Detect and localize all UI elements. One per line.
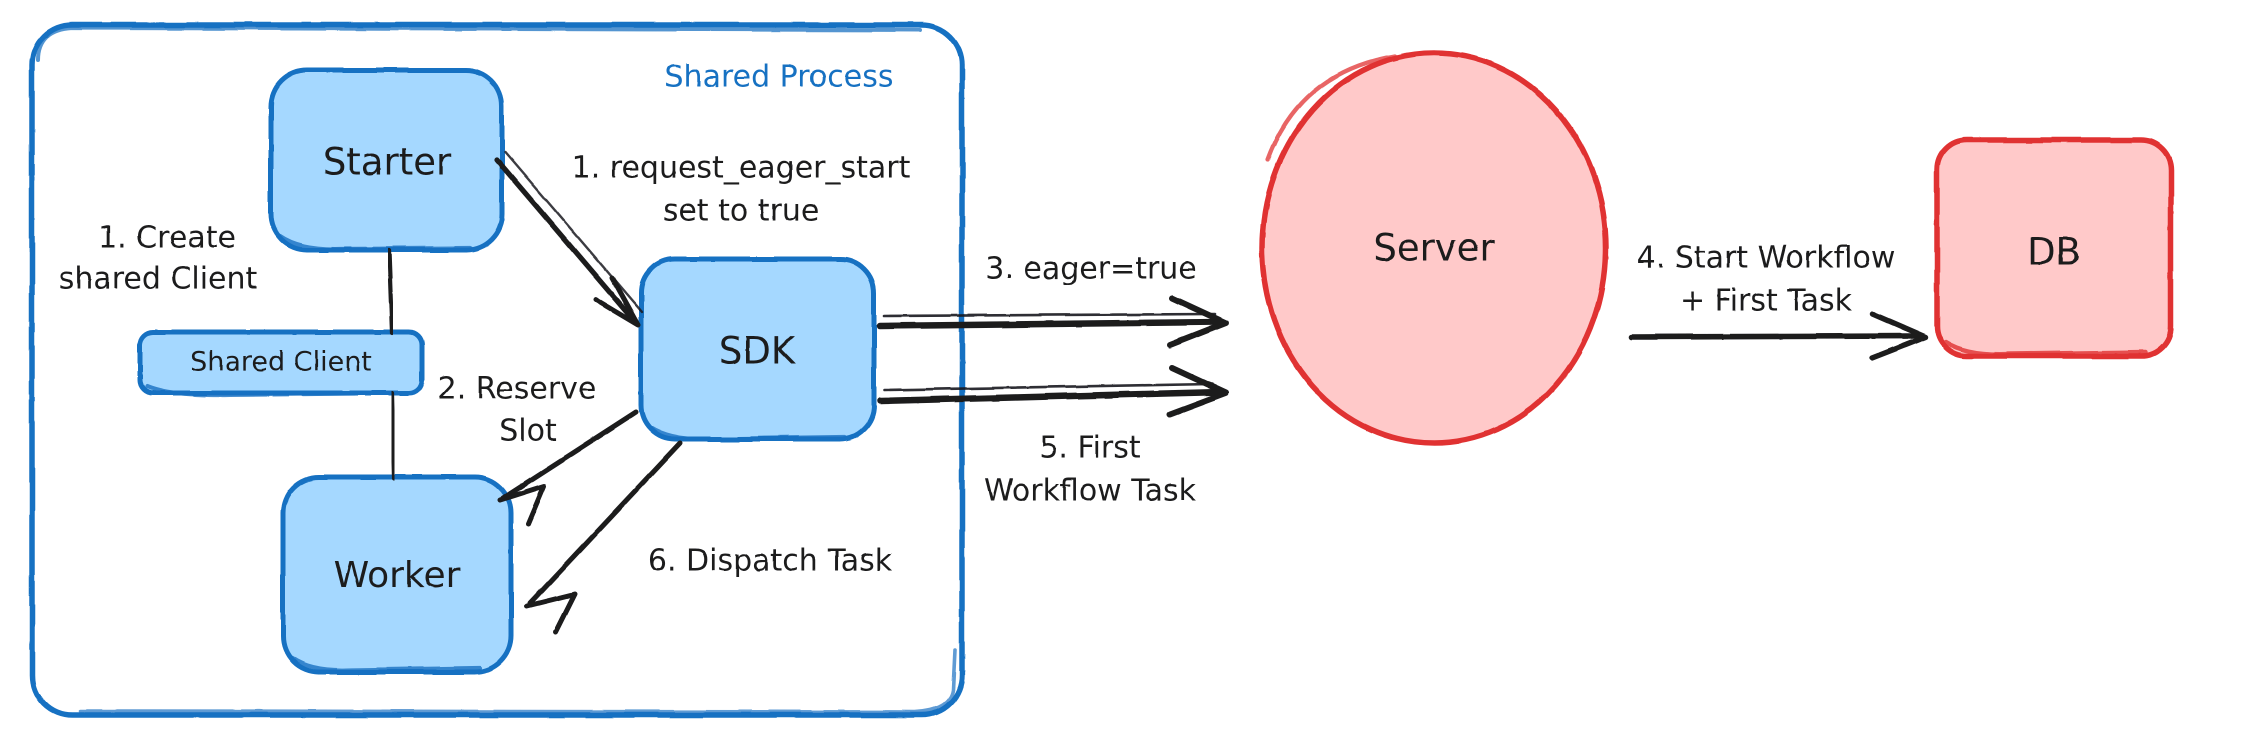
label-create-shared-client-line1: 1. Create [98,221,236,256]
label-request-eager-start-line2: set to true [663,194,820,229]
edge-sdk-to-server-eager [876,295,1229,348]
edge-server-to-db [1629,311,1929,361]
sdk-box-sketch [647,424,848,442]
worker-box [280,474,514,675]
starter-box-sketch [277,233,473,252]
db-box [1934,137,2174,359]
worker-box-sketch [289,655,483,673]
edge-sdk-to-server-first-task [876,365,1229,417]
edge-starter-to-sdk [494,150,644,328]
edge-starter-to-shared-client [386,247,395,336]
label-request-eager-start: 1. request_eager_start set to true [572,151,911,229]
label-dispatch-task-line1: 6. Dispatch Task [648,544,893,579]
label-reserve-slot: 2. Reserve Slot [438,372,597,449]
label-first-workflow-task: 5. First Workflow Task [984,431,1197,509]
node-shared-client[interactable]: Shared Client [137,329,425,398]
edge-sdk-to-worker-reserve [497,409,639,527]
label-dispatch-task: 6. Dispatch Task [648,544,893,579]
shared-process-border [29,22,965,718]
shared-client-box-sketch [145,384,402,398]
starter-label: Starter [323,141,452,184]
worker-label: Worker [334,555,461,596]
label-eager-true: 3. eager=true [985,252,1197,287]
db-box-sketch [1943,339,2148,357]
label-start-workflow-line1: 4. Start Workflow [1637,241,1896,276]
server-ellipse-sketch [1265,53,1398,163]
label-first-workflow-task-line1: 5. First [1039,431,1141,466]
label-eager-true-line1: 3. eager=true [985,252,1197,287]
shared-process-group [29,22,965,718]
label-create-shared-client: 1. Create shared Client [59,221,258,297]
label-create-shared-client-line2: shared Client [59,262,258,297]
shared-process-border-sketch [36,25,922,62]
label-reserve-slot-line2: Slot [499,414,557,449]
node-server[interactable]: Server [1259,50,1609,446]
label-start-workflow: 4. Start Workflow + First Task [1637,241,1896,319]
edge-shared-client-to-worker [389,390,397,482]
server-label: Server [1373,227,1495,270]
shared-process-label: Shared Process [665,60,894,95]
label-reserve-slot-line1: 2. Reserve [438,372,597,407]
node-starter[interactable]: Starter [268,67,505,253]
shared-client-label: Shared Client [190,347,372,378]
node-sdk[interactable]: SDK [638,256,877,442]
node-worker[interactable]: Worker [280,474,514,675]
sdk-label: SDK [719,330,797,373]
node-db[interactable]: DB [1934,137,2174,359]
label-request-eager-start-line1: 1. request_eager_start [572,151,911,186]
label-start-workflow-line2: + First Task [1680,284,1853,319]
edge-sdk-to-worker-dispatch [524,440,683,635]
shared-process-border-sketch2 [78,648,957,714]
label-first-workflow-task-line2: Workflow Task [984,474,1197,509]
db-label: DB [2027,231,2081,274]
server-ellipse [1259,50,1609,446]
